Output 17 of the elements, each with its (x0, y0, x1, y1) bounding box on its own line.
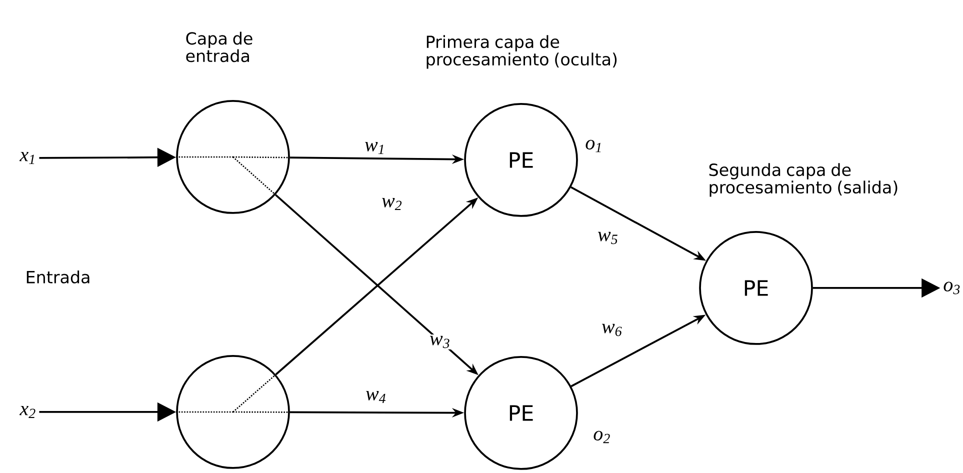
edge-label: w$_{2}$ (380, 196, 404, 212)
layer-label: Primera capa de procesamiento (oculta) (426, 35, 617, 69)
edge-label: w$_{4}$ (364, 390, 388, 404)
input-label: x$_{1}$ (20, 152, 34, 164)
layer-label: Segunda capa de procesamiento (salida) (709, 163, 898, 197)
output-label: o$_{1}$ (586, 140, 601, 152)
input-circle (176, 100, 290, 214)
layer-label: Entrada (26, 270, 90, 284)
edge-label: w$_{5}$ (596, 230, 620, 246)
edge-label: w$_{6}$ (600, 322, 624, 338)
edge-label: w$_{1}$ (363, 140, 387, 156)
output-label: o$_{3}$ (944, 282, 960, 294)
edge-label: w$_{3}$ (428, 334, 452, 350)
layer-label: Capa de entrada (186, 32, 252, 62)
input-label: x$_{2}$ (20, 406, 36, 418)
input-circle (176, 355, 290, 469)
output-label: o$_{2}$ (594, 430, 610, 444)
